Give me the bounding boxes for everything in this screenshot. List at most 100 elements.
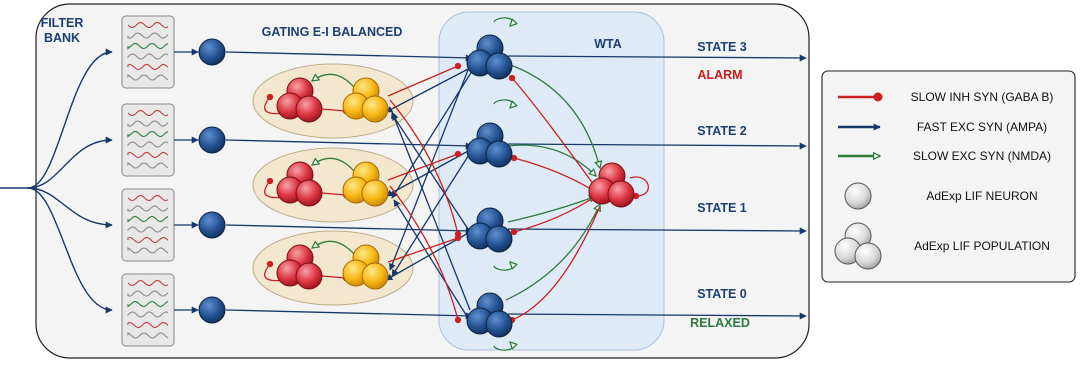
inhibitory-synapse-dot: [873, 92, 883, 102]
filter-bank-label-2: BANK: [44, 31, 80, 45]
filter-wave: [127, 53, 169, 60]
wta-to-gating-arrow: [391, 111, 471, 311]
population-cell: [485, 310, 513, 338]
gating-internal-excitation: [312, 74, 355, 88]
legend-label-slow-exc: SLOW EXC SYN (NMDA): [913, 149, 1051, 163]
neuron-to-wta-arrow: [225, 224, 473, 235]
state-0-label: STATE 0: [697, 287, 747, 301]
gating-inhibitory-population: [276, 161, 323, 207]
legend-label-neuron: AdExp LIF NEURON: [926, 189, 1037, 203]
gating-inhibitory-population: [276, 77, 323, 123]
input-neuron-2: [198, 126, 226, 154]
state-output-arrow: [507, 54, 807, 62]
neuron-to-wta-arrow: [225, 309, 473, 320]
wta-to-gating-arrow: [391, 113, 471, 233]
input-neuron-3: [198, 38, 226, 66]
filter-wave: [127, 42, 169, 50]
filter-wave: [127, 247, 169, 254]
population-cell: [295, 262, 323, 290]
filter-wave: [127, 236, 169, 244]
state-output-arrow: [507, 142, 807, 150]
filter-wave: [127, 215, 169, 223]
state-2-label: STATE 2: [697, 124, 747, 138]
legend-label-inhibitory: SLOW INH SYN (GABA B): [911, 90, 1054, 104]
filter-wave: [127, 205, 169, 212]
wta-to-inhibitory: [505, 204, 600, 301]
wta-population-0: [466, 292, 513, 338]
filter-wave: [127, 279, 169, 287]
gating-inhibition: [387, 234, 462, 263]
filter-wave: [127, 21, 169, 29]
filter-wave: [127, 120, 169, 127]
wta-to-inhibitory: [507, 196, 596, 223]
legend-box: [821, 70, 1076, 283]
filter-wave: [127, 321, 169, 329]
filter-wave: [127, 63, 169, 71]
wta-title: WTA: [594, 37, 622, 51]
wta-to-inhibitory: [507, 144, 596, 176]
filter-wave: [127, 141, 169, 148]
wta-self-excitation: [493, 17, 512, 26]
filter-box-0: [121, 273, 175, 347]
gating-inhibition: [389, 185, 462, 324]
population-cell: [361, 95, 389, 123]
gating-excitatory-population: [342, 77, 389, 123]
filter-wave: [127, 332, 169, 339]
filter-wave: [127, 290, 169, 297]
state-3-label: STATE 3: [697, 40, 747, 54]
legend-label-population: AdExp LIF POPULATION: [914, 239, 1050, 253]
input-branches: [0, 48, 113, 314]
state-output-arrow: [507, 312, 807, 320]
inhibitory-to-wta: [508, 205, 601, 324]
wta-to-inhibitory: [507, 63, 600, 168]
gating-internal-inhibition: [321, 191, 350, 199]
wta-to-gating-arrow: [389, 69, 469, 271]
relaxed-label: RELAXED: [690, 316, 750, 330]
filter-wave: [127, 74, 169, 81]
population-cell: [295, 95, 323, 123]
legend: SLOW INH SYN (GABA B) FAST EXC SYN (AMPA…: [821, 70, 1076, 283]
gating-excitatory-population: [342, 161, 389, 207]
inhibitory-to-wta: [510, 154, 597, 193]
population-cell: [361, 262, 389, 290]
wta-to-gating-arrow: [393, 199, 469, 319]
alarm-label: ALARM: [697, 68, 742, 82]
wta-to-gating-arrow: [391, 149, 473, 277]
filter-wave: [127, 130, 169, 138]
wta-to-gating-arrow: [385, 67, 471, 113]
population-cell: [361, 179, 389, 207]
inhibitory-self-loop: [629, 176, 649, 200]
gating-internal-inhibition: [321, 274, 350, 282]
neuron-to-wta-arrow: [225, 51, 473, 62]
population-cell: [295, 179, 323, 207]
gating-internal-excitation: [312, 241, 355, 255]
filter-wave: [127, 32, 169, 39]
filter-wave: [127, 194, 169, 202]
gating-inhibition: [387, 62, 462, 97]
gating-internal-excitation: [312, 158, 355, 172]
gating-title: GATING E-I BALANCED: [262, 25, 403, 39]
gating-inhibitory-population: [276, 244, 323, 290]
filter-wave: [127, 109, 169, 117]
wta-population-3: [466, 34, 513, 80]
gating-internal-inhibition: [321, 107, 350, 115]
population-cell: [485, 225, 513, 253]
gating-inhibition: [389, 99, 462, 238]
filter-wave: [127, 162, 169, 169]
gating-inhibition: [387, 150, 462, 181]
wta-population-1: [466, 207, 513, 253]
filter-bank-label-1: FILTER: [41, 16, 84, 30]
filter-wave: [127, 226, 169, 233]
filter-wave: [127, 311, 169, 318]
wta-population-2: [466, 122, 513, 168]
input-neuron-0: [198, 296, 226, 324]
state-output-arrow: [507, 227, 807, 235]
wta-self-excitation: [493, 262, 512, 271]
legend-label-fast-exc: FAST EXC SYN (AMPA): [917, 120, 1047, 134]
population-cell: [485, 140, 513, 168]
filter-box-1: [121, 188, 175, 262]
wta-self-excitation: [493, 99, 512, 108]
population-cell: [607, 180, 635, 208]
inhibitory-to-wta: [508, 74, 597, 189]
